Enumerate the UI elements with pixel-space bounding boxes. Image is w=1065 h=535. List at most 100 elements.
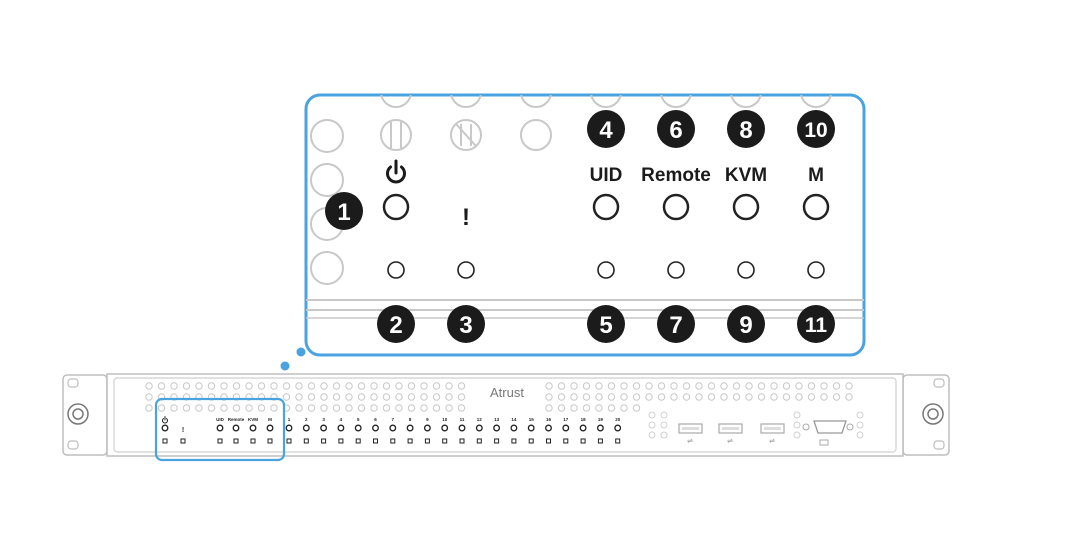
mini-fault-label: ! [182,427,184,434]
port-number-label: 15 [529,417,535,422]
badge-1: 1 [325,192,363,230]
port-button[interactable] [614,424,622,432]
uid-button[interactable] [592,193,620,221]
port-button[interactable] [441,424,449,432]
power-icon [386,159,406,184]
vent-hole [795,393,803,401]
vent-hole [195,382,203,390]
panel-button[interactable] [249,424,257,432]
port-led [615,438,621,444]
port-led [459,438,465,444]
port-number-label: 1 [288,417,291,422]
port-button[interactable] [372,424,379,432]
vent-hole [545,382,553,390]
port-button[interactable] [510,424,518,432]
port-led [424,438,430,444]
port-button[interactable] [354,424,362,432]
vent-hole [357,404,366,412]
vent-hole [793,411,801,419]
vent-hole [357,382,366,390]
port-button[interactable] [389,424,397,432]
vent-hole [170,382,178,390]
vent-hole [648,431,656,439]
vent-hole [270,382,278,390]
port-button[interactable] [493,424,501,432]
port-button[interactable] [545,424,552,432]
vent-hole [307,393,316,401]
brand-logo: Atrust [490,385,524,400]
vent-hole [307,382,316,390]
vent-hole [757,393,766,401]
m-button[interactable] [802,193,830,221]
remote-button[interactable] [662,193,690,221]
vent-hole [607,382,616,390]
vertical-bars-icon [380,119,412,151]
vent-hole [695,393,703,401]
vent-hole [232,404,241,412]
panel-button[interactable] [232,424,240,432]
badge-11: 11 [797,305,835,343]
badge-4: 4 [587,110,625,148]
port-button[interactable] [337,424,345,432]
port-button[interactable] [302,424,310,432]
circle-slash-icon [450,119,482,151]
port-button[interactable] [285,424,293,432]
vent-hole [570,393,578,401]
usb-port-3[interactable]: ⇌ [760,423,785,445]
vent-hole [357,393,366,401]
badge-10: 10 [797,110,835,148]
vent-hole [157,393,166,401]
kvm-button[interactable] [732,193,760,221]
port-number-label: 11 [460,417,465,422]
panel-button[interactable] [216,424,224,432]
vent-hole [245,404,253,412]
vent-hole [370,404,378,412]
vent-hole [445,382,453,390]
port-button[interactable] [475,424,483,432]
panel-button[interactable] [161,424,169,432]
vent-hole [320,393,328,401]
vga-port[interactable] [802,420,854,446]
vent-hole [632,404,641,412]
vent-hole [220,393,228,401]
port-button[interactable] [320,424,328,432]
usb-port-1[interactable]: ⇌ [678,423,703,445]
vent-hole [157,382,166,390]
mini-power-icon [162,416,168,424]
vent-hole [770,382,778,390]
vent-hole [856,411,864,419]
m-led [807,261,825,279]
port-button[interactable] [458,424,466,432]
vent-hole [645,382,653,390]
mini-kvm-label: KVM [248,417,258,422]
vent-hole [145,382,153,390]
power-button[interactable] [382,193,410,221]
port-button[interactable] [423,424,431,432]
vent-hole [445,393,453,401]
port-button[interactable] [562,424,570,432]
port-number-label: 12 [477,417,483,422]
vent-hole [207,382,216,390]
usb-port-2[interactable]: ⇌ [718,423,743,445]
vent-hole [648,421,656,429]
vent-hole [807,382,816,390]
vent-hole [670,393,678,401]
right-rack-ear [902,374,950,456]
vent-hole [820,382,828,390]
port-button[interactable] [596,424,604,432]
vent-hole [660,421,668,429]
vent-hole [745,382,753,390]
vent-hole [595,382,603,390]
port-number-label: 19 [598,417,604,422]
panel-button[interactable] [266,424,274,432]
vent-hole [282,382,291,390]
port-button[interactable] [406,424,414,432]
port-led [546,438,551,444]
vent-hole [545,404,553,412]
badge-5: 5 [587,305,625,343]
vga-icon [819,439,829,446]
port-button[interactable] [579,424,587,432]
remote-label: Remote [641,165,711,186]
port-button[interactable] [527,424,535,432]
